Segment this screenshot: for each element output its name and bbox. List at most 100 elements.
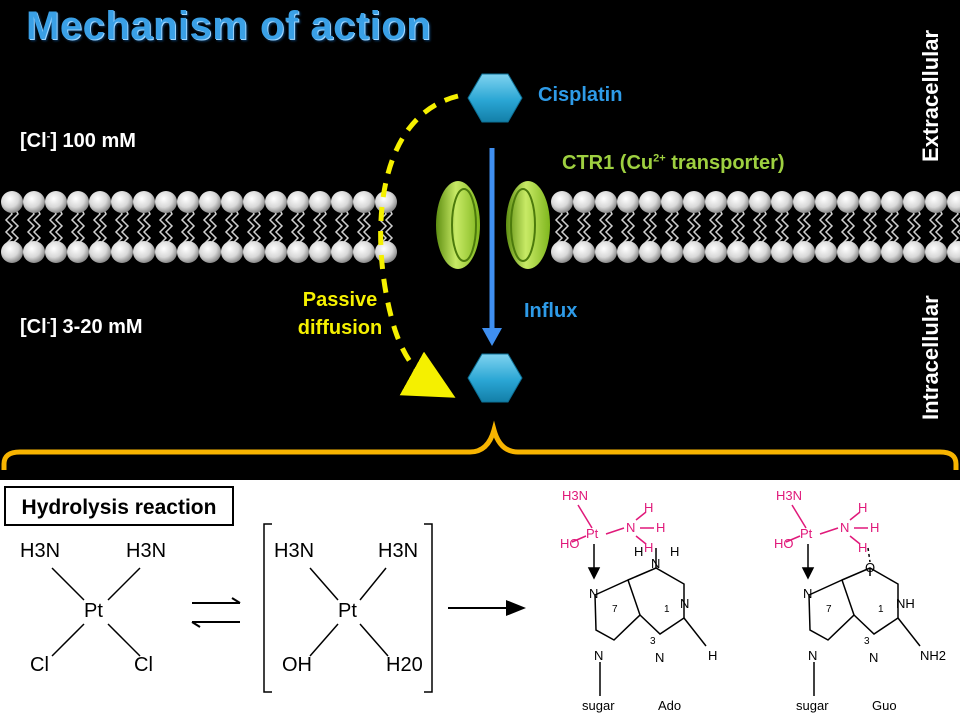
lipid-head [353, 191, 375, 213]
ado-h3n: H3N [562, 488, 589, 503]
lipid-head [595, 191, 617, 213]
lipid-head [837, 191, 859, 213]
guo-ring-7: 7 [826, 604, 832, 615]
atom-cl: Cl [30, 654, 49, 676]
guo-h: H [858, 540, 868, 555]
lipid-head [309, 191, 331, 213]
lipid-head [881, 241, 903, 263]
lipid-tail [356, 207, 366, 245]
atom-pt: Pt [84, 600, 103, 622]
lipid-tail [10, 207, 20, 245]
guo-h: H [870, 520, 880, 535]
cisplatin-structure-bonds [51, 567, 141, 657]
lipid-head [771, 191, 793, 213]
atom-h3n: H3N [20, 540, 61, 562]
lipid-head [639, 241, 661, 263]
lipid-tail [868, 207, 878, 245]
lipid-head [661, 241, 683, 263]
lipid-head [793, 241, 815, 263]
lipid-head [903, 241, 925, 263]
guo-n7: N [803, 586, 813, 601]
lipid-head [331, 191, 353, 213]
lipid-tail [224, 207, 234, 245]
lipid-tail [54, 207, 64, 245]
passive-diffusion-label: Passive diffusion [297, 289, 383, 339]
brace [1, 420, 959, 470]
lipid-tail [48, 207, 58, 245]
cisplatin-molecule-outside [467, 73, 523, 123]
lipid-head [89, 191, 111, 213]
lipid-tail [312, 207, 322, 245]
ado-h: H [708, 648, 718, 663]
lipid-tail [202, 207, 212, 245]
cisplatin-molecule-inside [467, 353, 523, 403]
lipid-tail [620, 207, 630, 245]
lipid-tail [736, 207, 746, 245]
lipid-tail [158, 207, 168, 245]
ado-ring-3: 3 [650, 636, 656, 647]
lipid-head [353, 241, 375, 263]
guo-o: O [865, 560, 876, 575]
lipid-head [265, 241, 287, 263]
extracellular-label: Extracellular [918, 29, 943, 162]
ado-h: H [670, 544, 680, 559]
influx-arrow [482, 148, 502, 346]
atom-h3n: H3N [378, 540, 419, 562]
atom-h3n: H3N [126, 540, 167, 562]
lipid-tail [384, 207, 394, 245]
lipid-head [705, 241, 727, 263]
lipid-head [45, 191, 67, 213]
lipid-tail [802, 207, 812, 245]
lipid-tail [692, 207, 702, 245]
lipid-tail [818, 207, 828, 245]
ado-h: H [644, 500, 654, 515]
guo-n: N [840, 520, 850, 535]
lipid-tail [290, 207, 300, 245]
lipid-head [859, 241, 881, 263]
lipid-tail [186, 207, 196, 245]
lipid-tail [928, 207, 938, 245]
ctr1-label: CTR1 (Cu2+ transporter) [562, 152, 785, 174]
lipid-tail [296, 207, 306, 245]
lipid-tail [98, 207, 108, 245]
lipid-head [595, 241, 617, 263]
lipid-head [67, 241, 89, 263]
lipid-head [45, 241, 67, 263]
lipid-head [221, 191, 243, 213]
guo-ho: HO [774, 536, 794, 551]
page-title: Mechanism of action [26, 4, 432, 48]
lipid-head [287, 191, 309, 213]
lipid-head [947, 191, 960, 213]
lipid-head [749, 241, 771, 263]
guo-name: Guo [872, 698, 897, 713]
lipid-tail [120, 207, 130, 245]
lipid-tail [32, 207, 42, 245]
lipid-tail [4, 207, 14, 245]
lipid-tail [92, 207, 102, 245]
lipid-tail [714, 207, 724, 245]
intracellular-label: Intracellular [918, 295, 943, 420]
passive-diffusion-arrow [378, 93, 459, 398]
lipid-head [661, 191, 683, 213]
cisplatin-label: Cisplatin [538, 84, 623, 106]
lipid-tail [114, 207, 124, 245]
lipid-head [23, 241, 45, 263]
ado-n7: N [589, 586, 599, 601]
lipid-head [793, 191, 815, 213]
lipid-tail [730, 207, 740, 245]
equilibrium-arrows [191, 597, 241, 628]
lipid-tail [208, 207, 218, 245]
atom-h3n: H3N [274, 540, 315, 562]
ado-n: N [680, 596, 690, 611]
lipid-head [903, 191, 925, 213]
lipid-tail [598, 207, 608, 245]
lipid-head [133, 191, 155, 213]
lipid-head [947, 241, 960, 263]
lipid-tail [76, 207, 86, 245]
lipid-tail [230, 207, 240, 245]
guo-h3n: H3N [776, 488, 803, 503]
lipid-tail [26, 207, 36, 245]
lipid-tail [890, 207, 900, 245]
lipid-tail [604, 207, 614, 245]
ctr1-channel [436, 181, 550, 269]
